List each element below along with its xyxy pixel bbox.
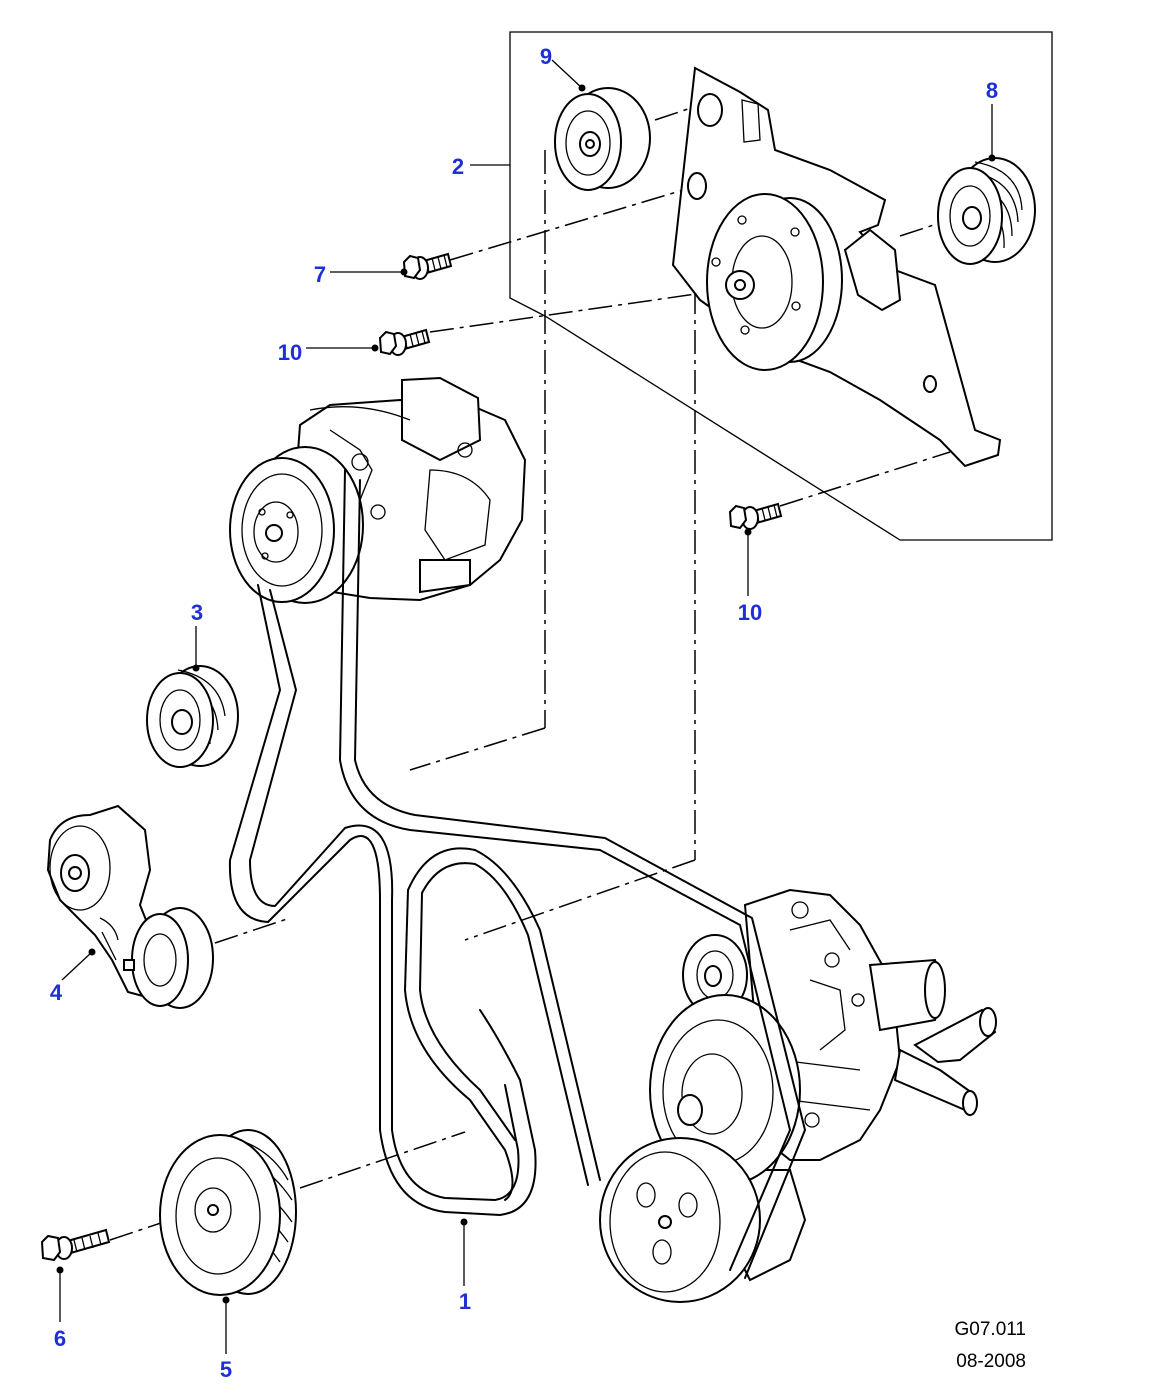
- callout-1: 1: [459, 1289, 471, 1314]
- callout-2: 2: [452, 154, 464, 179]
- callout-8: 8: [986, 78, 998, 103]
- callout-10-lower: 10: [738, 600, 762, 625]
- callout-6: 6: [54, 1326, 66, 1351]
- mounting-bracket: [671, 66, 1002, 468]
- bolt-10-lower: [728, 502, 783, 530]
- callout-5: 5: [220, 1357, 232, 1382]
- callout-7: 7: [314, 262, 326, 287]
- callout-3: 3: [191, 600, 203, 625]
- bolt-10-upper: [378, 328, 431, 356]
- serpentine-belt-1: [228, 469, 806, 1279]
- callout-4: 4: [50, 980, 63, 1005]
- bracket-detail-frame: [509, 31, 1053, 541]
- idler-pulley-3: [146, 665, 239, 768]
- callout-leaders: [56, 59, 996, 1354]
- idler-pulley-9: [554, 87, 651, 191]
- ac-compressor: [229, 376, 527, 604]
- grooved-idler-pulley-8: [937, 157, 1036, 265]
- reference-code: G07.011: [955, 1319, 1026, 1340]
- callout-10-upper: 10: [278, 340, 302, 365]
- assembly-axis-lines: [109, 104, 956, 1241]
- revision-date: 08-2008: [956, 1351, 1026, 1372]
- callout-labels: 9 2 8 7 10 10 3 4 6 5 1: [50, 44, 998, 1382]
- belt-tensioner-4: [46, 804, 214, 1009]
- bolt-7: [402, 252, 453, 280]
- crankshaft-pulley-5: [159, 1129, 297, 1296]
- water-pump-assembly: [599, 888, 997, 1303]
- callout-9: 9: [540, 44, 552, 69]
- bolt-6: [40, 1228, 111, 1262]
